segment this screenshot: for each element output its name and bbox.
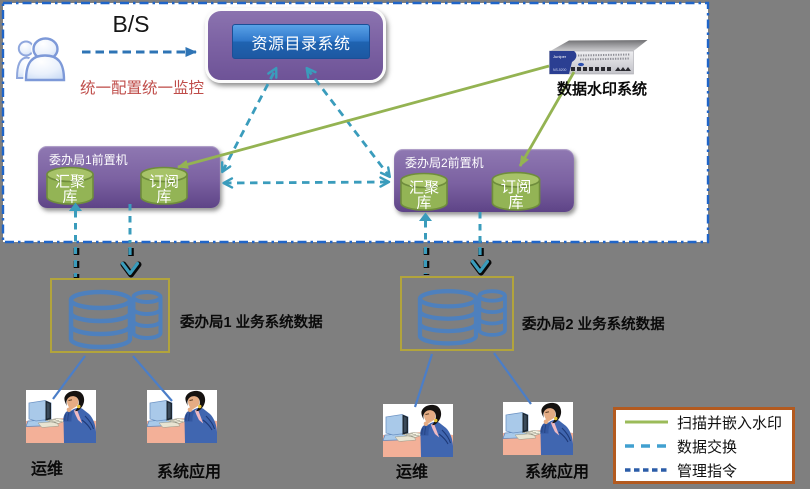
svg-text:NS-5200: NS-5200 [553, 68, 566, 72]
svg-text:扫描并嵌入水印: 扫描并嵌入水印 [677, 415, 782, 432]
svg-text:Juniper: Juniper [553, 54, 567, 59]
svg-text:订阅: 订阅 [149, 174, 179, 191]
svg-text:库: 库 [416, 195, 431, 212]
svg-text:库: 库 [156, 189, 171, 206]
svg-text:库: 库 [62, 189, 77, 206]
svg-text:汇聚: 汇聚 [55, 174, 85, 191]
svg-text:订阅: 订阅 [501, 178, 532, 196]
svg-text:数据交换: 数据交换 [677, 438, 737, 456]
svg-text:库: 库 [508, 193, 523, 211]
svg-text:管理指令: 管理指令 [677, 463, 737, 480]
svg-text:汇聚: 汇聚 [409, 180, 439, 197]
